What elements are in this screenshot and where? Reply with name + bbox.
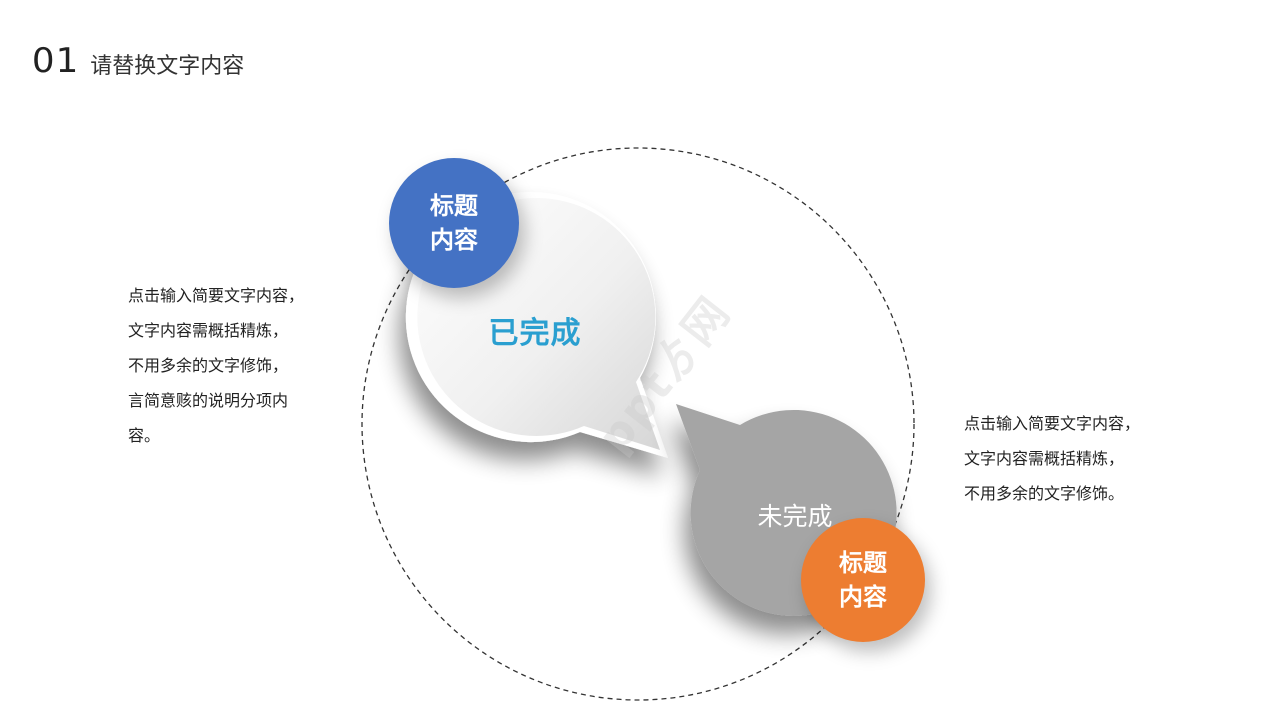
section-number: 01 [31,41,80,81]
description-line: 不用多余的文字修饰。 [964,484,1125,503]
dashed-circle [361,147,915,701]
description-line: 文字内容需概括精炼， [128,321,289,340]
description-line: 点击输入简要文字内容， [964,414,1141,433]
badge-line: 标题 [430,192,478,220]
todo-label: 未完成 [757,502,833,531]
done-label: 已完成 [488,316,582,351]
left-description: 点击输入简要文字内容， 文字内容需概括精炼， 不用多余的文字修饰， 言简意赅的说… [128,278,343,453]
description-line: 言简意赅的说明分项内 [128,391,289,410]
description-line: 文字内容需概括精炼， [964,449,1125,468]
right-description: 点击输入简要文字内容， 文字内容需概括精炼， 不用多余的文字修饰。 [964,406,1194,511]
description-line: 不用多余的文字修饰， [128,356,289,375]
description-line: 容。 [128,426,161,445]
todo-title-badge: 标题 内容 [801,518,925,642]
slide-header: 01 请替换文字内容 [31,41,245,81]
badge-line: 内容 [430,226,478,254]
badge-line: 内容 [839,583,887,611]
done-title-badge: 标题 内容 [389,158,519,288]
page-title: 请替换文字内容 [90,54,245,79]
badge-line: 标题 [839,549,887,577]
description-line: 点击输入简要文字内容， [128,286,305,305]
